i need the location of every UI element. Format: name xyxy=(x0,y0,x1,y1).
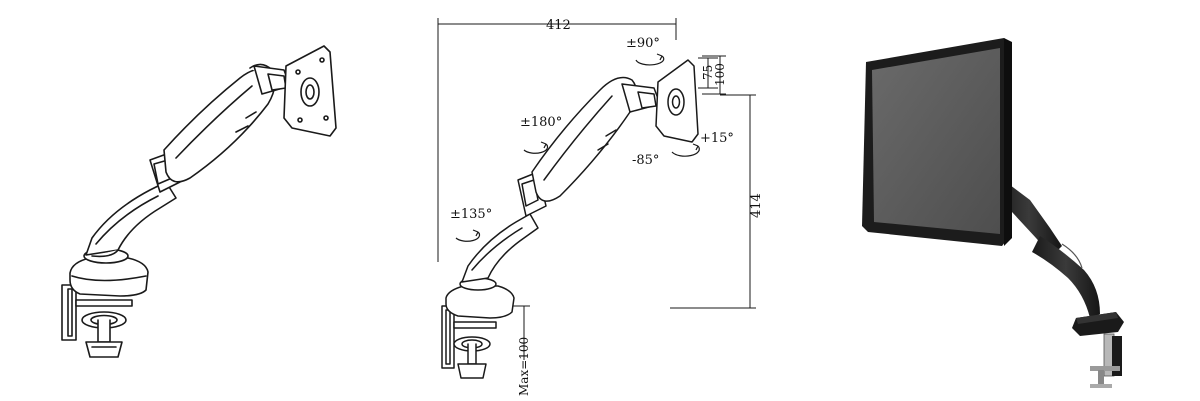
arm-line-drawing-panel xyxy=(0,0,400,401)
vesa-plate xyxy=(655,59,699,143)
arm-dimension-drawing-panel: 412 414 75 100 Max=100 ±90° ±180° ±135° … xyxy=(400,0,800,401)
vesa-plate xyxy=(283,45,337,137)
arm-drawing xyxy=(441,59,699,379)
silver-clamp xyxy=(1090,333,1122,388)
product-render xyxy=(862,38,1124,388)
arm-dimension-drawing: 412 414 75 100 Max=100 ±90° ±180° ±135° … xyxy=(437,18,764,396)
vesa75-label: 75 xyxy=(701,65,715,80)
tilt-arrow xyxy=(671,145,700,157)
dimension-lines xyxy=(437,18,756,360)
clamp xyxy=(441,305,497,379)
arm-line-drawing xyxy=(61,45,337,358)
monitor-screen xyxy=(872,48,1000,234)
base-swivel-label: ±135° xyxy=(450,207,492,222)
reach-label: 412 xyxy=(546,18,571,33)
base xyxy=(445,277,515,319)
head-swivel-arrow xyxy=(635,55,665,66)
tilt-down-label: -85° xyxy=(632,153,659,168)
upper-arm xyxy=(531,76,638,202)
black-arm xyxy=(996,176,1124,388)
monitor xyxy=(862,38,1012,246)
arm-base xyxy=(69,248,149,297)
head-joint xyxy=(621,83,661,113)
desk-clamp xyxy=(61,284,133,358)
tilt-up-label: +15° xyxy=(700,131,734,146)
vesa100-label: 100 xyxy=(713,63,727,86)
product-render-panel xyxy=(800,0,1200,401)
lower-arm xyxy=(461,213,539,283)
base-swivel-arrow xyxy=(455,231,481,242)
head-swivel-label: ±90° xyxy=(626,36,660,51)
lower-arm xyxy=(85,181,177,258)
arm-swivel-label: ±180° xyxy=(520,115,562,130)
height-label: 414 xyxy=(749,193,764,218)
arm-swivel-arrow xyxy=(523,143,549,154)
clamp-max-label: Max=100 xyxy=(517,337,531,396)
rotation-arrows xyxy=(455,53,700,242)
